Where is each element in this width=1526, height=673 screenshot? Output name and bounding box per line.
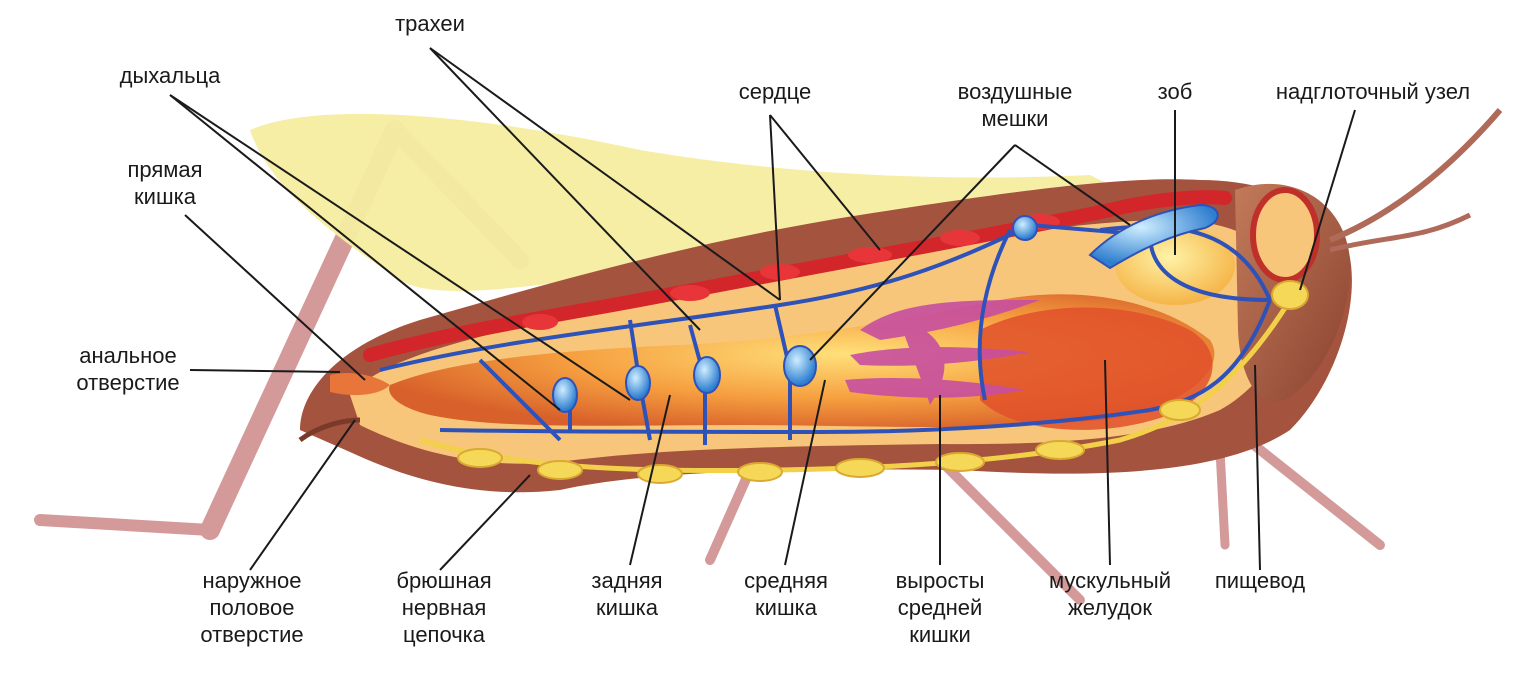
label-nadglotochny-uzel: надглоточный узел [1258,78,1488,105]
label-pishchevod: пищевод [1200,567,1320,594]
hind-leg-tibia [40,520,210,530]
fore-leg-3 [710,470,750,560]
label-zob: зоб [1150,78,1200,105]
antenna [1330,110,1500,240]
label-trachei: трахеи [372,10,488,37]
label-dykhaltsa: дыхальца [100,62,240,89]
label-serdtse: сердце [730,78,820,105]
fore-leg-2 [1220,450,1225,545]
